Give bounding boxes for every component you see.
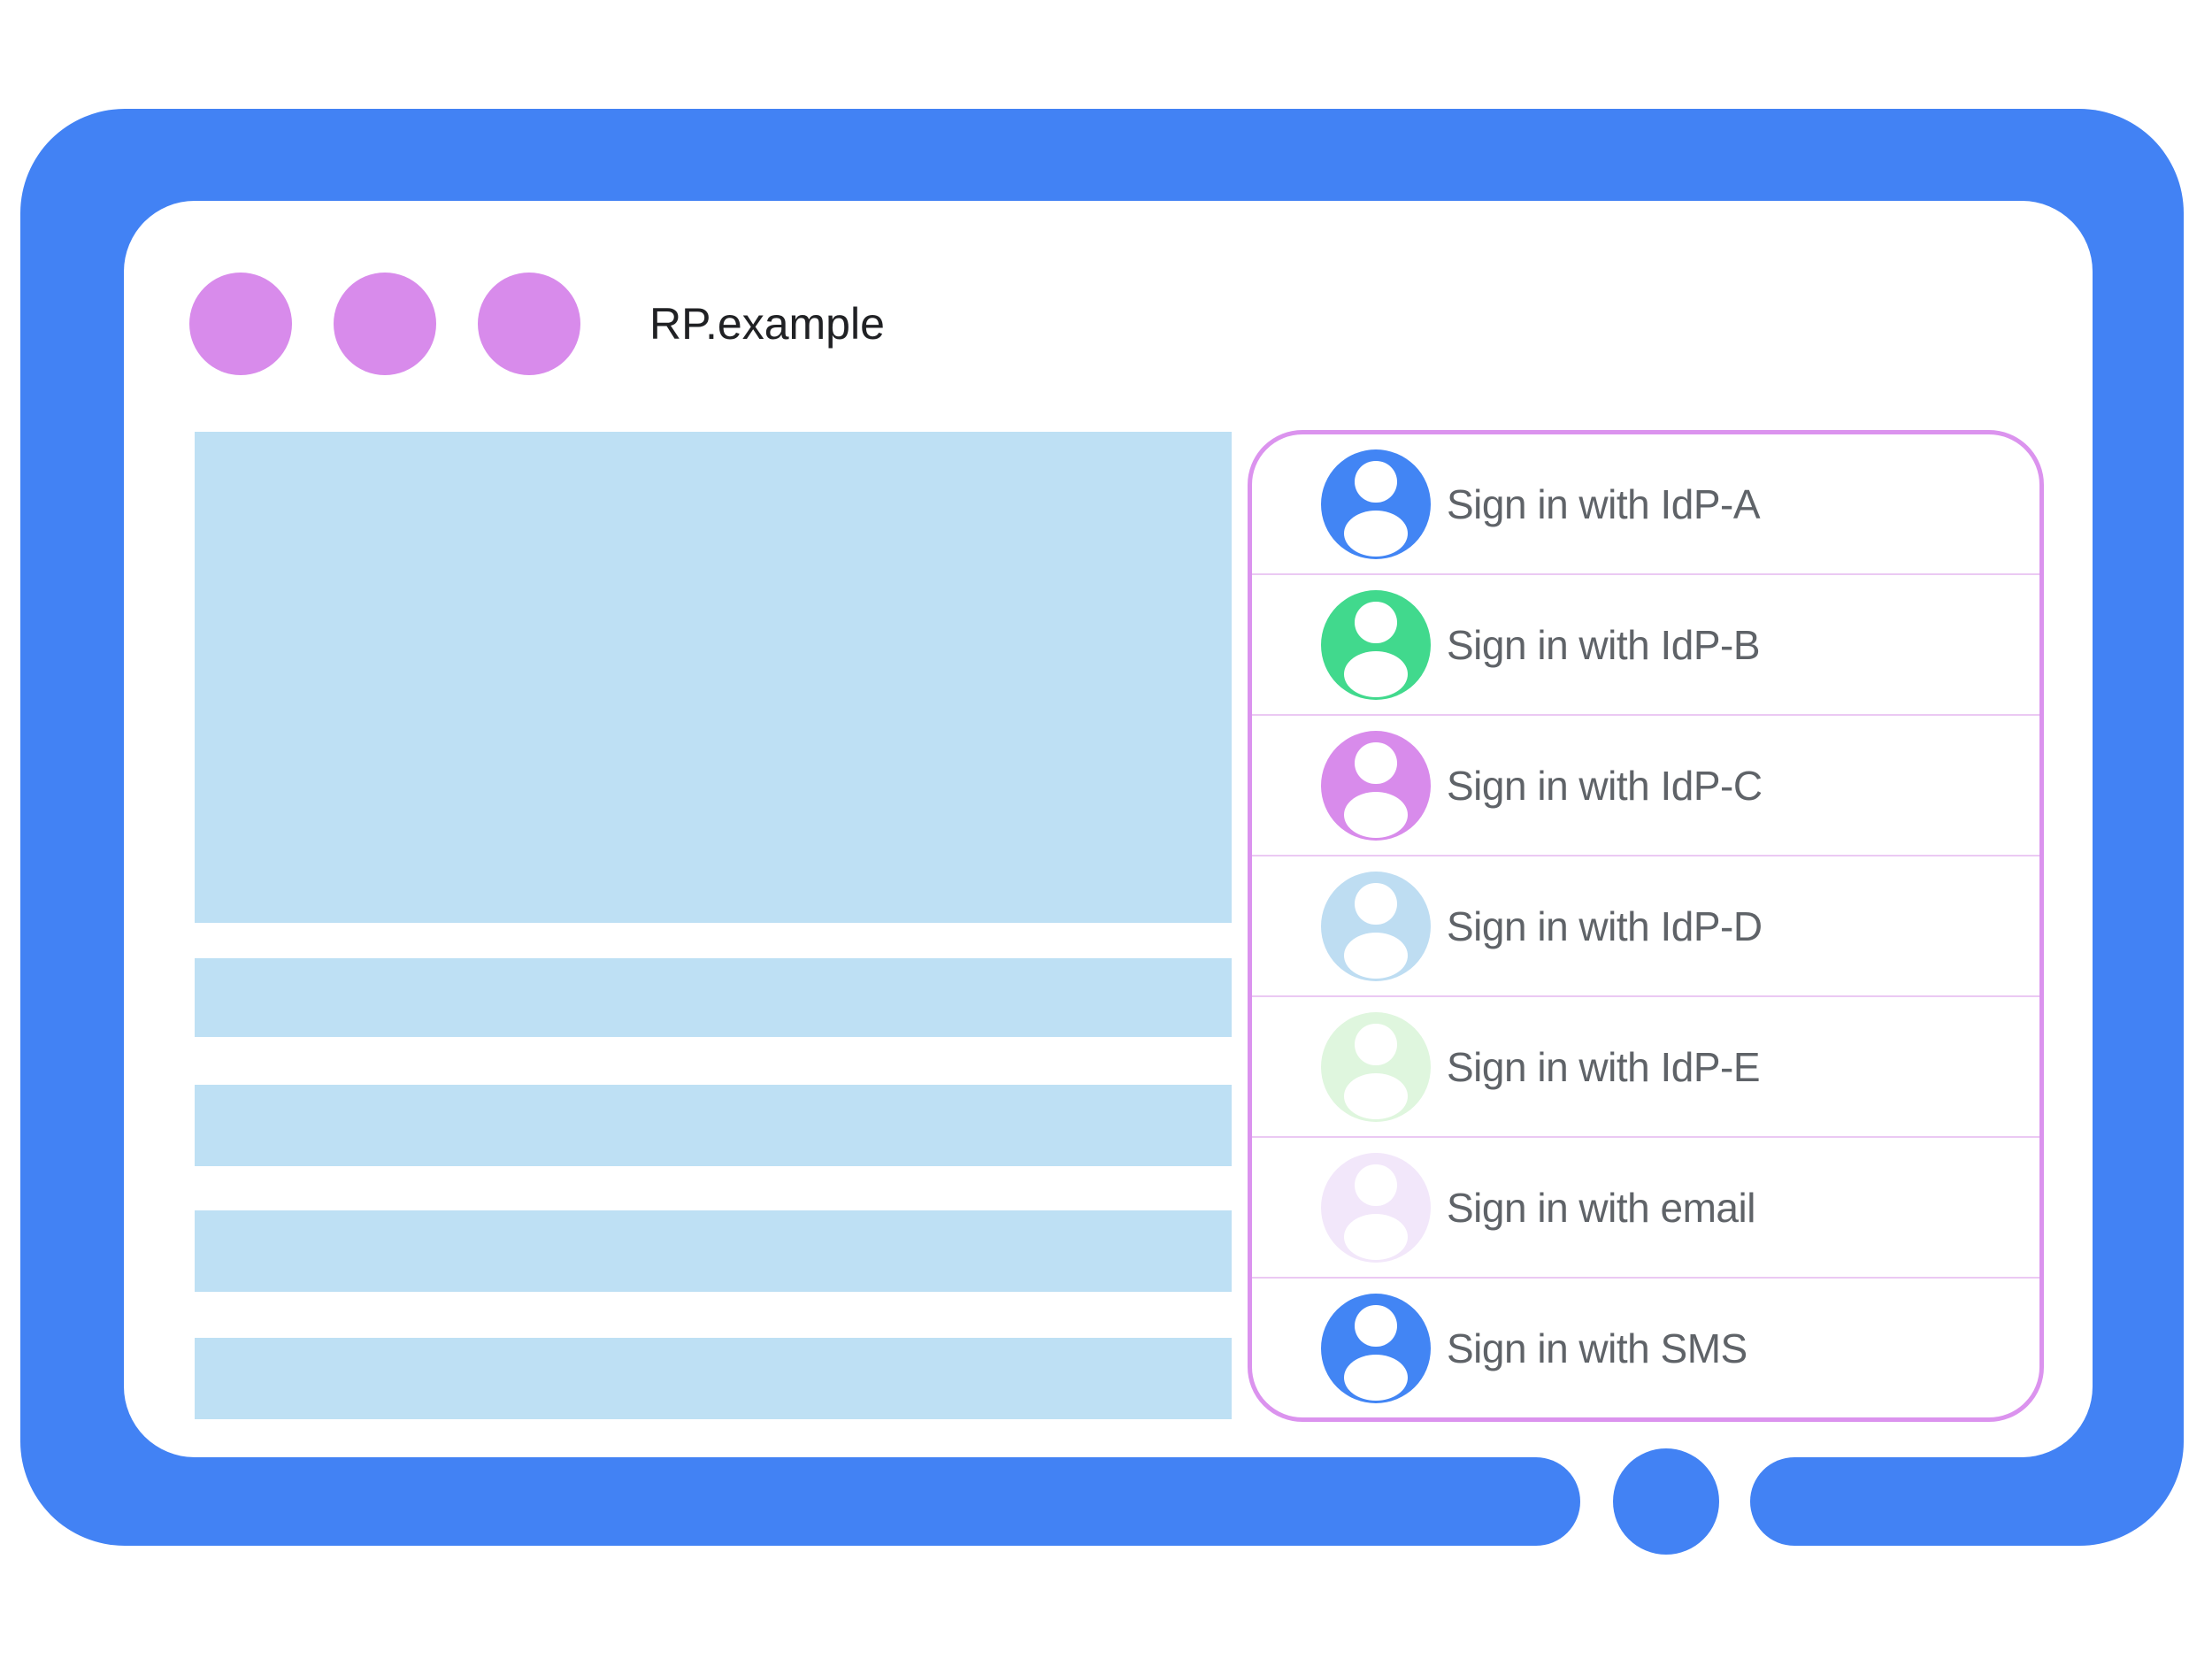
account-chooser-dialog: Sign in with IdP-A Sign in with IdP-B Si…	[1248, 430, 2044, 1422]
signin-option-idp-d[interactable]: Sign in with IdP-D	[1252, 856, 2039, 997]
bezel-right-cap	[1750, 1457, 1889, 1546]
signin-option-idp-c[interactable]: Sign in with IdP-C	[1252, 716, 2039, 856]
signin-option-idp-e[interactable]: Sign in with IdP-E	[1252, 997, 2039, 1138]
window-control-dot[interactable]	[189, 273, 292, 375]
user-avatar-icon	[1321, 1152, 1431, 1263]
window-control-dot[interactable]	[478, 273, 580, 375]
user-avatar-icon	[1321, 871, 1431, 981]
browser-window: RP.example Sign in with IdP-A Sign in wi…	[124, 201, 2093, 1457]
signin-option-label: Sign in with email	[1447, 1184, 1755, 1231]
signin-option-idp-b[interactable]: Sign in with IdP-B	[1252, 575, 2039, 716]
content-placeholder-line	[195, 1085, 1232, 1166]
signin-option-label: Sign in with IdP-A	[1447, 480, 1761, 527]
signin-option-idp-a[interactable]: Sign in with IdP-A	[1252, 434, 2039, 575]
signin-option-sms[interactable]: Sign in with SMS	[1252, 1279, 2039, 1417]
signin-option-label: Sign in with SMS	[1447, 1325, 1747, 1371]
content-placeholder-line	[195, 958, 1232, 1037]
signin-option-email[interactable]: Sign in with email	[1252, 1138, 2039, 1279]
content-placeholder-hero	[195, 432, 1232, 923]
signin-option-label: Sign in with IdP-E	[1447, 1043, 1761, 1090]
user-avatar-icon	[1321, 730, 1431, 841]
page-title: RP.example	[649, 299, 885, 349]
home-button	[1613, 1448, 1719, 1555]
device-frame: RP.example Sign in with IdP-A Sign in wi…	[20, 109, 2184, 1546]
user-avatar-icon	[1321, 589, 1431, 700]
signin-option-label: Sign in with IdP-D	[1447, 902, 1763, 949]
user-avatar-icon	[1321, 1293, 1431, 1403]
user-avatar-icon	[1321, 449, 1431, 559]
content-placeholder-line	[195, 1210, 1232, 1292]
signin-option-label: Sign in with IdP-B	[1447, 621, 1761, 668]
user-avatar-icon	[1321, 1011, 1431, 1122]
window-control-dot[interactable]	[334, 273, 436, 375]
signin-option-label: Sign in with IdP-C	[1447, 762, 1763, 809]
content-placeholder-line	[195, 1338, 1232, 1419]
bezel-left-cap	[1442, 1457, 1580, 1546]
